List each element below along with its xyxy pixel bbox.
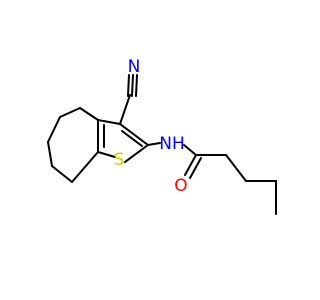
bond-c5-c6: [47, 116, 61, 143]
bond-c3-c2: [119, 123, 149, 146]
bond-c3a-c4: [79, 107, 99, 121]
carbonyl-double-bond-b: [189, 157, 202, 179]
bond-c8-c7a: [71, 151, 99, 183]
bond-c4-c5: [59, 107, 81, 118]
ring-sulfur-label: S: [114, 150, 125, 170]
amide-nh-label: NH: [159, 134, 185, 154]
molecule-diagram: N NH S O: [47, 57, 277, 215]
bond-c6-c7: [47, 141, 53, 167]
bond-c3-nitrile-carbon: [119, 94, 131, 125]
carbonyl-double-bond-a: [184, 154, 197, 176]
bond-c2-s: [124, 144, 149, 163]
bond-c7-c8: [51, 165, 73, 183]
nitrile-triple-bond-a: [127, 74, 130, 97]
nitrile-nitrogen-label: N: [128, 57, 141, 77]
bond-c3a-c3: [97, 119, 121, 125]
nitrile-triple-bond-c: [135, 74, 138, 97]
carbonyl-oxygen-label: O: [174, 176, 187, 196]
bond-s-c7a: [97, 151, 116, 158]
nitrile-triple-bond-b: [131, 74, 134, 97]
bond-c1-c2: [225, 154, 247, 182]
bond-c2-nh: [147, 142, 161, 146]
bond-c3-c2-double-inner: [121, 130, 143, 147]
bond-nh-carbonyl-carbon: [183, 144, 197, 156]
